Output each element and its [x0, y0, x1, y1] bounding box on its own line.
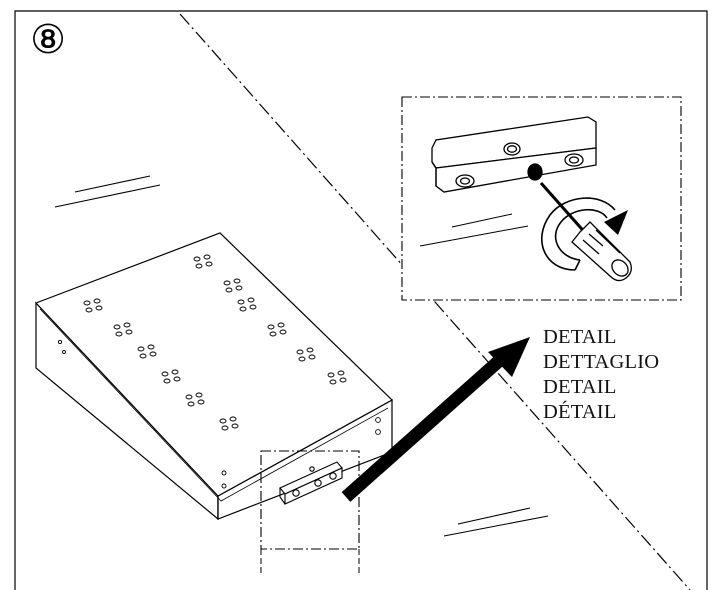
- vent-hole: [277, 322, 285, 328]
- vent-hole: [187, 401, 195, 407]
- vent-hole: [195, 263, 203, 269]
- vent-hole: [149, 351, 157, 357]
- vent-hole: [298, 356, 306, 362]
- vent-hole: [339, 377, 347, 383]
- vent-hole: [237, 299, 245, 305]
- vent-hole: [193, 256, 201, 262]
- vent-hole: [93, 298, 101, 304]
- detail-reflection-marks: [419, 213, 529, 247]
- vent-hole: [197, 399, 205, 405]
- vent-hole: [115, 331, 123, 337]
- outer-frame: [14, 10, 708, 590]
- screwdriver-icon: [539, 182, 632, 282]
- vent-hole: [185, 394, 193, 400]
- vent-hole: [85, 307, 93, 313]
- vent-hole: [221, 425, 229, 431]
- detail-label-fr: DÉTAIL: [543, 401, 617, 423]
- vent-hole: [329, 379, 337, 385]
- vent-hole: [296, 349, 304, 355]
- vent-hole: [203, 254, 211, 260]
- vent-hole: [95, 305, 103, 311]
- wall-edge-line: [179, 13, 691, 590]
- vent-hole: [337, 370, 345, 376]
- vent-hole: [249, 304, 257, 310]
- mounting-bracket-small: [279, 461, 343, 505]
- metal-enclosure: [34, 232, 393, 521]
- vent-hole: [137, 346, 145, 352]
- detail-label-group: DETAIL DETTAGLIO DETAIL DÉTAIL: [543, 325, 703, 425]
- vent-hole: [231, 423, 239, 429]
- vent-hole: [225, 287, 233, 293]
- vent-hole: [223, 280, 231, 286]
- detail-label-en: DETAIL: [543, 326, 617, 348]
- callout-arrow-icon: [341, 337, 530, 502]
- detail-label-it: DETTAGLIO: [543, 351, 660, 373]
- vent-hole: [195, 392, 203, 398]
- vent-hole: [139, 353, 147, 359]
- enclosure-screws: [57, 339, 381, 489]
- vent-hole: [235, 285, 243, 291]
- vent-hole: [161, 371, 169, 377]
- vent-hole: [269, 331, 277, 337]
- vent-hole: [205, 261, 213, 267]
- enclosure-top: [34, 232, 393, 497]
- vent-holes: [83, 254, 347, 431]
- vent-hole: [279, 329, 287, 335]
- vent-hole: [83, 300, 91, 306]
- vent-hole: [308, 354, 316, 360]
- vent-hole: [219, 418, 227, 424]
- mounting-bracket-detail: [431, 116, 597, 193]
- vent-hole: [327, 372, 335, 378]
- vent-hole: [171, 369, 179, 375]
- vent-hole: [125, 329, 133, 335]
- vent-hole: [247, 297, 255, 303]
- vent-hole: [306, 347, 314, 353]
- vent-hole: [113, 324, 121, 330]
- detail-callout-box: [260, 450, 360, 550]
- step-number-badge: ⑧: [30, 17, 66, 63]
- vent-hole: [163, 378, 171, 384]
- vent-hole: [147, 344, 155, 350]
- vent-hole: [239, 306, 247, 312]
- vent-hole: [123, 322, 131, 328]
- vent-hole: [233, 278, 241, 284]
- vent-hole: [173, 376, 181, 382]
- vent-hole: [229, 416, 237, 422]
- rotation-arrow-icon: [540, 197, 628, 271]
- vent-hole: [267, 324, 275, 330]
- detail-label-de: DETAIL: [543, 376, 617, 398]
